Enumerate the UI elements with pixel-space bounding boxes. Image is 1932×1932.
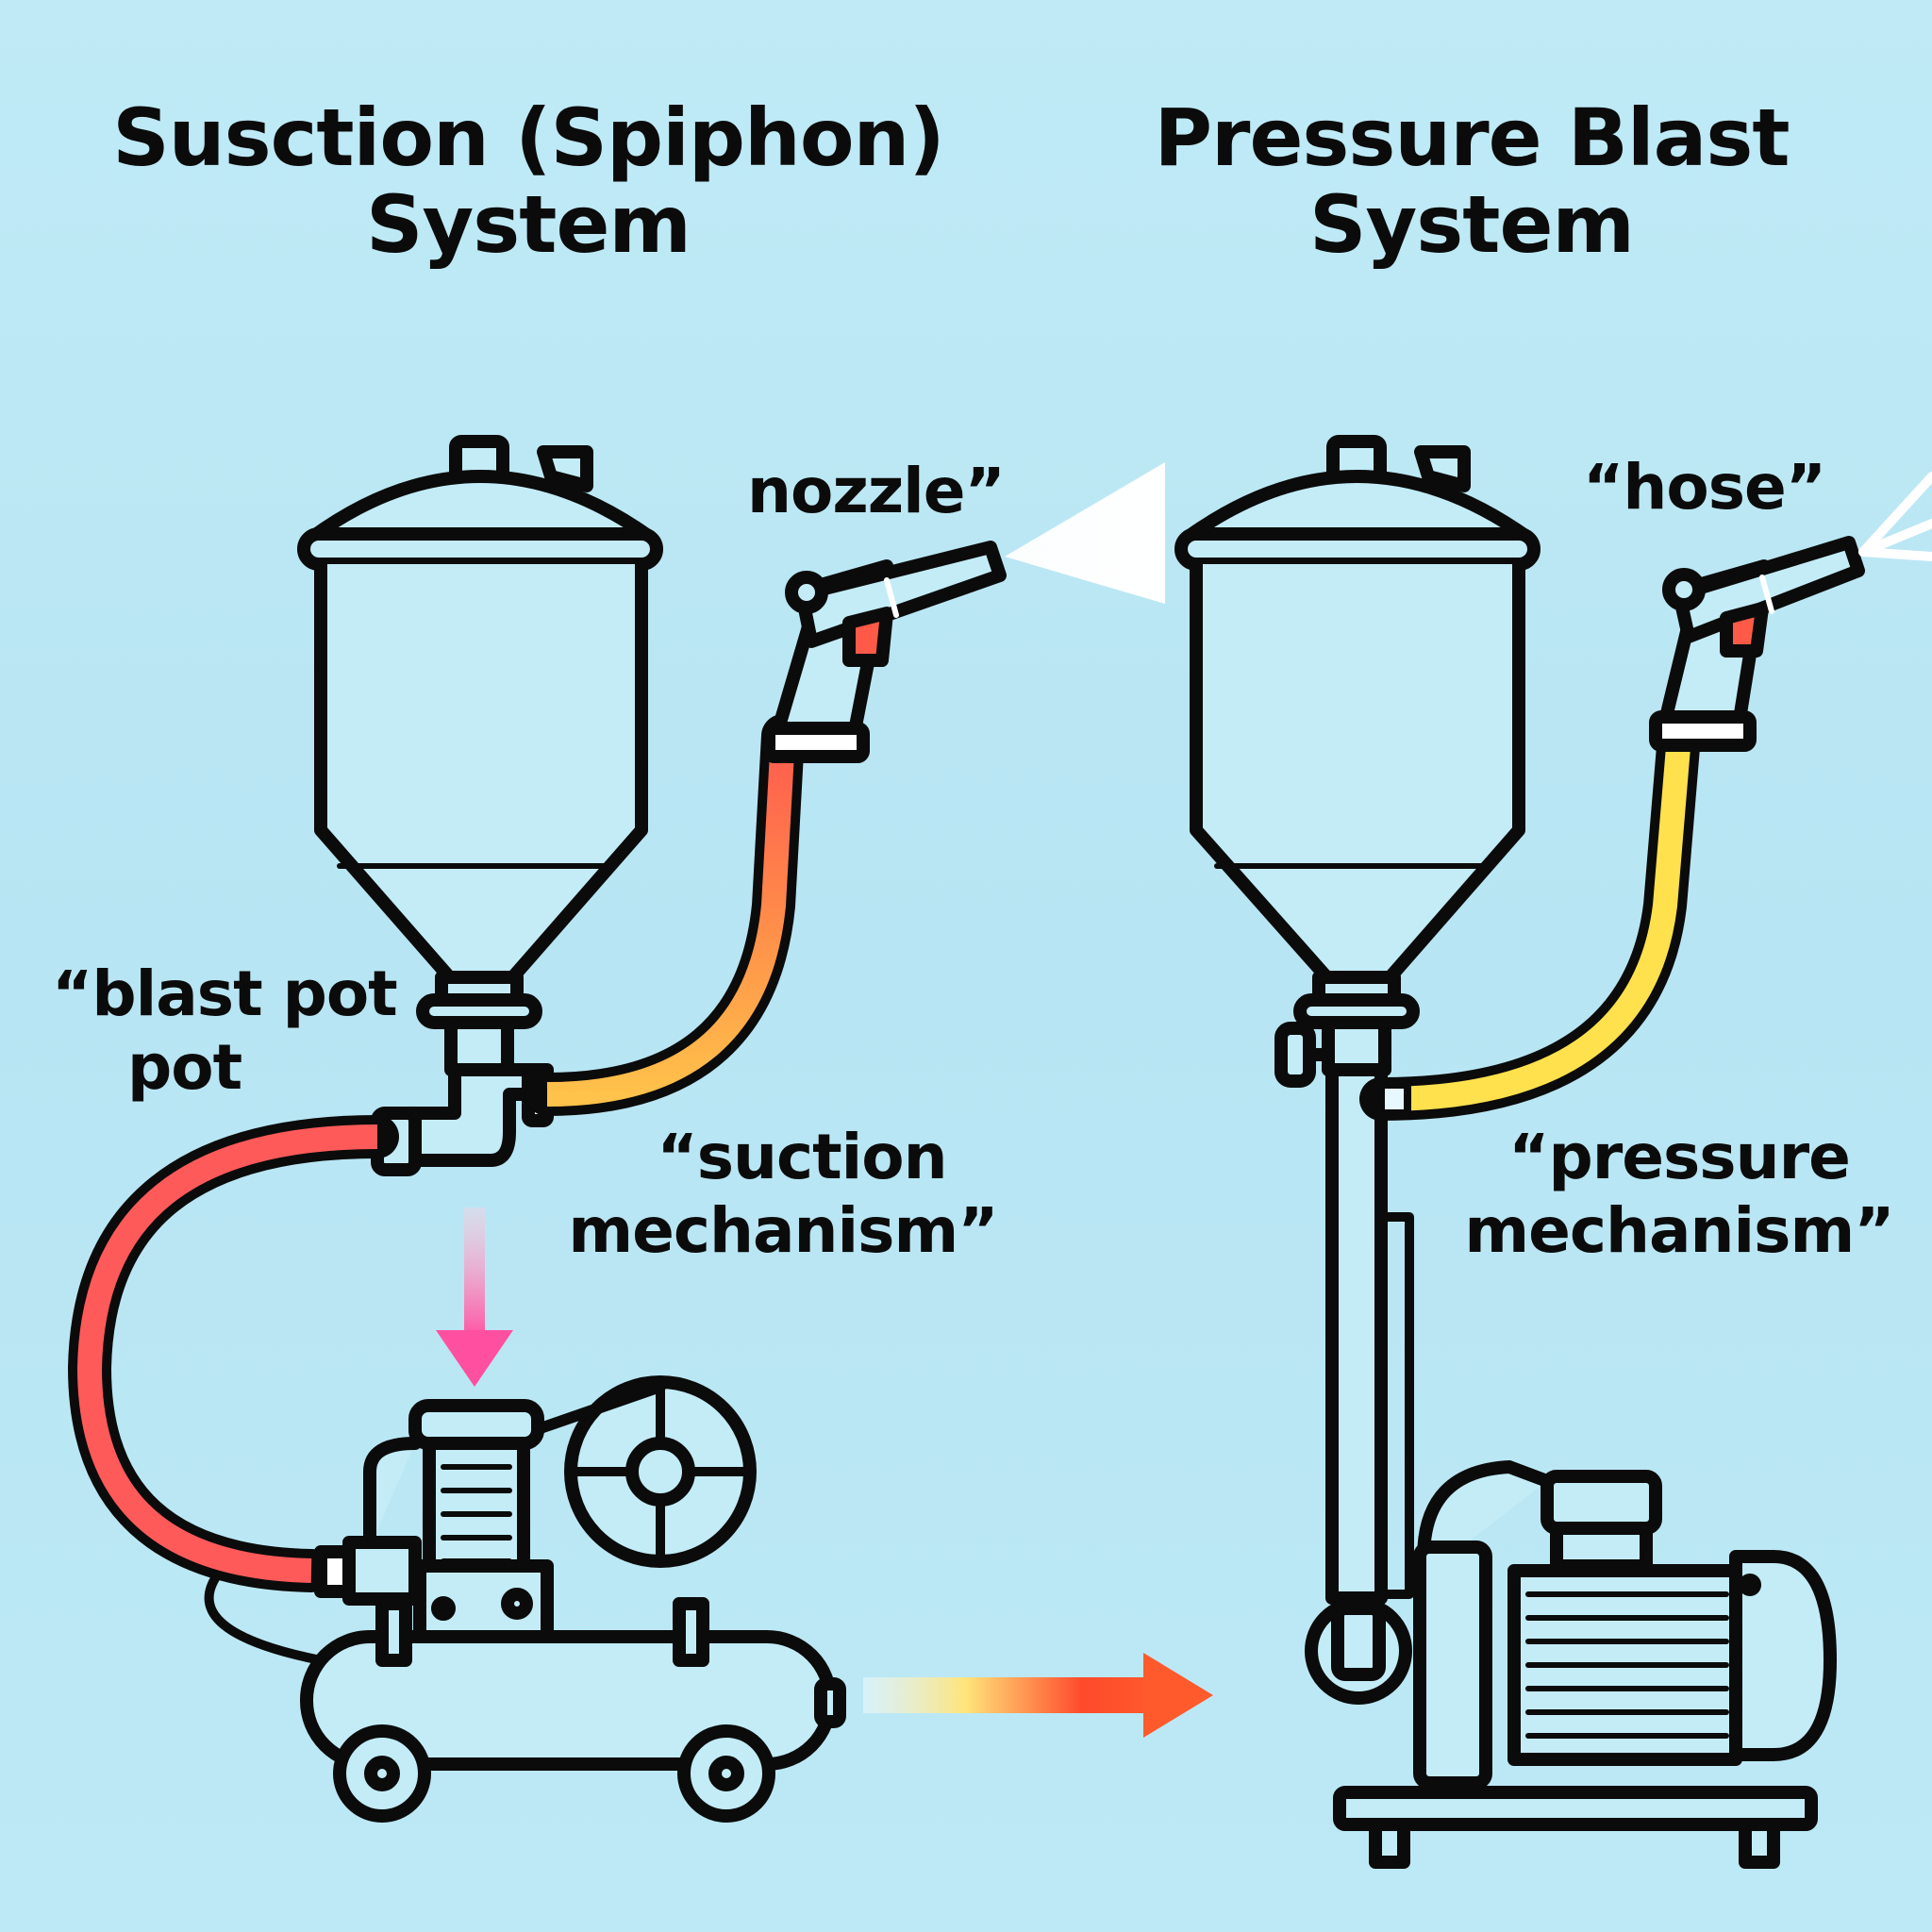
label-suction-mechanism: “suction mechanism” xyxy=(557,1121,1009,1268)
left-spray-cone xyxy=(1005,462,1165,604)
transition-arrow xyxy=(863,1653,1213,1738)
down-arrow xyxy=(436,1208,513,1387)
label-suction-line1: “suction xyxy=(657,1121,947,1193)
label-blast-pot: “blast pot pot xyxy=(52,958,398,1105)
label-hose-text: “hose” xyxy=(1583,451,1826,524)
right-title-line1: Pressure Blast xyxy=(1154,92,1790,184)
right-electric-pump xyxy=(1305,1460,1837,1869)
right-title-line2: System xyxy=(1309,178,1635,271)
right-vertical-pipe xyxy=(1325,1063,1388,1605)
right-pressure-tank xyxy=(1174,435,1541,1076)
label-blast-pot-line1: “blast pot xyxy=(52,958,398,1030)
left-title-line1: Susction (Spiphon) xyxy=(112,92,944,184)
left-blast-gun xyxy=(762,541,1007,763)
label-hose: “hose” xyxy=(1583,451,1826,525)
right-panel-title: Pressure Blast System xyxy=(1113,94,1830,268)
left-air-compressor xyxy=(204,1375,846,1823)
left-blast-pot-tank xyxy=(297,435,663,1076)
left-tee-fitting xyxy=(371,1063,554,1176)
label-suction-line2: mechanism” xyxy=(568,1194,998,1267)
left-title-line2: System xyxy=(366,178,691,271)
label-nozzle: nozzle” xyxy=(747,455,1006,528)
label-blast-pot-line2: pot xyxy=(127,1031,242,1104)
label-pressure-line2: mechanism” xyxy=(1464,1194,1894,1267)
label-pressure-mechanism: “pressure mechanism” xyxy=(1457,1121,1901,1268)
right-blast-gun xyxy=(1649,536,1865,752)
label-nozzle-text: nozzle” xyxy=(747,455,1006,527)
right-spray-cone xyxy=(1858,472,1932,561)
left-panel-title: Susction (Spiphon) System xyxy=(104,94,953,268)
label-pressure-line1: “pressure xyxy=(1508,1121,1851,1193)
right-valve xyxy=(1274,1022,1335,1088)
